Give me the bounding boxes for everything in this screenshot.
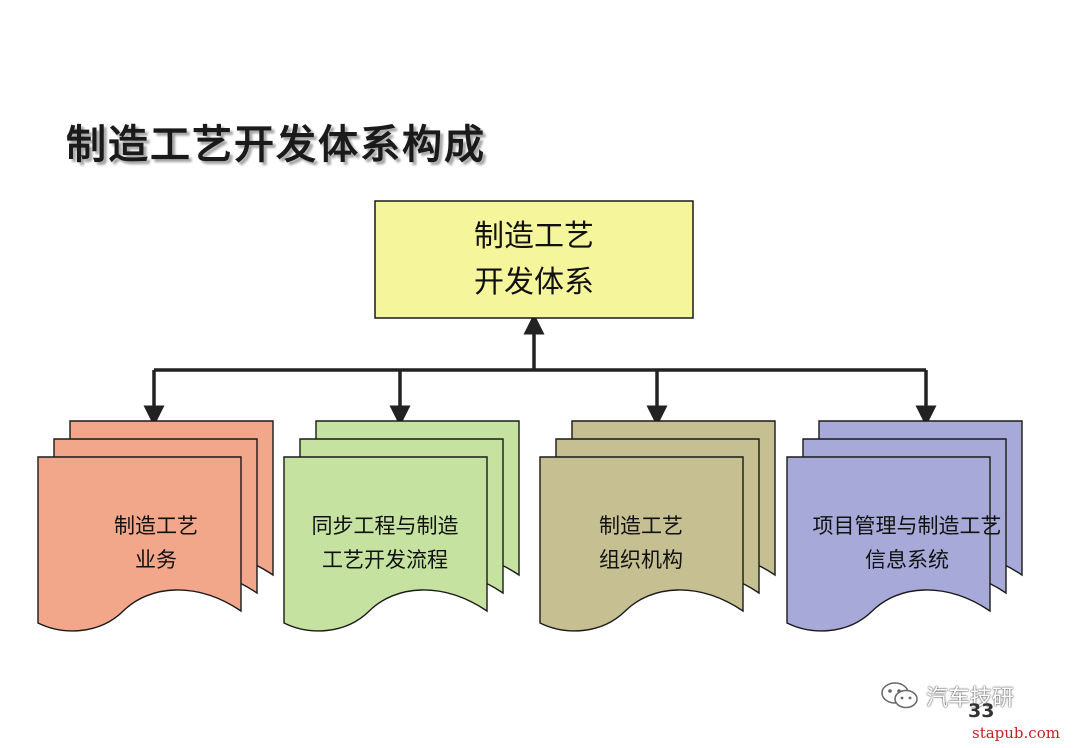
wechat-icon xyxy=(881,682,918,709)
root-box-shape xyxy=(374,200,694,319)
card-stack-1 xyxy=(283,420,520,632)
card-label-line1: 制造工艺 xyxy=(114,514,198,538)
card-business: 制造工艺 业务 xyxy=(46,503,266,583)
root-label-line1: 制造工艺 xyxy=(474,218,594,254)
card-sheet-2 xyxy=(37,456,242,632)
card-label-line1: 制造工艺 xyxy=(599,514,683,538)
connector-lines xyxy=(143,313,937,427)
root-node: 制造工艺 开发体系 xyxy=(375,201,693,318)
root-label-line2: 开发体系 xyxy=(474,264,594,300)
card-label-line1: 项目管理与制造工艺 xyxy=(812,514,1002,538)
watermark-text: 汽车技研 xyxy=(926,686,1015,711)
watermark: 汽车技研 xyxy=(880,680,1014,712)
card-label-line2: 业务 xyxy=(135,548,177,572)
card-stack-3 xyxy=(786,420,1023,632)
card-information-system: 项目管理与制造工艺 信息系统 xyxy=(797,503,1017,583)
card-organization: 制造工艺 组织机构 xyxy=(531,503,751,583)
card-label-line2: 信息系统 xyxy=(865,548,949,572)
card-label-line1: 同步工程与制造 xyxy=(311,514,459,538)
card-process: 同步工程与制造 工艺开发流程 xyxy=(275,503,495,583)
site-watermark: stapub.com xyxy=(972,724,1060,742)
card-sheet-2 xyxy=(283,456,488,632)
card-label-line2: 工艺开发流程 xyxy=(322,548,448,572)
card-sheet-2 xyxy=(539,456,744,632)
card-label-line2: 组织机构 xyxy=(599,548,683,572)
card-sheet-2 xyxy=(786,456,991,632)
card-stack-2 xyxy=(539,420,776,632)
page-number: 33 xyxy=(968,700,995,722)
page-title: 制造工艺开发体系构成 xyxy=(66,122,486,168)
card-stack-0 xyxy=(37,420,274,632)
